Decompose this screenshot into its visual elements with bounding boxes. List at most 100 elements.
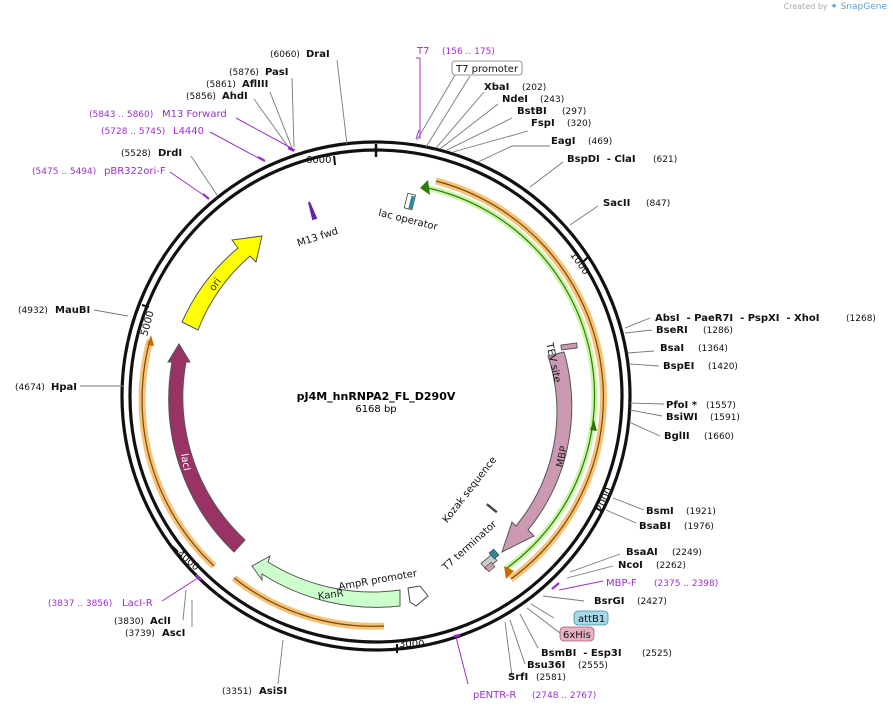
attb1-text: attB1 [578,614,605,625]
ampr-promoter-label: AmpR promoter [338,568,419,593]
enzyme-aclI-pos: (3830) [114,617,144,627]
enzyme-xbaI-name: XbaI [484,82,509,93]
ori-arrow [181,235,263,331]
enzyme-sacII-name: SacII [603,198,630,209]
enzyme-ncoI-name: NcoI [618,560,643,571]
leader-lines [80,59,665,685]
enzyme-bspEI-name: BspEI [663,361,694,372]
enzyme-bsiWI-name: BsiWI [666,412,698,423]
primer-mbp-f-name: MBP-F [606,578,637,589]
his6-text: 6xHis [563,630,591,641]
primer-t7-range: (156 .. 175) [442,47,495,57]
enzyme-bsiWI-pos: (1591) [710,413,740,423]
watermark-prefix: Created by [783,2,828,11]
enzyme-bsrGI-pos: (2427) [637,597,667,607]
t7-promoter-text: T7 promoter [455,64,519,75]
primer-l4440-range: (5728 .. 5745) [101,127,165,137]
primer-laci-r-range: (3837 .. 3856) [48,599,112,609]
enzyme-aflIII-name: AflIII [242,79,268,90]
tev-site-box [560,342,578,351]
enzyme-aflIII-pos: (5861) [206,80,236,90]
kanr-arrow [251,554,401,608]
primer-marks [195,147,560,638]
snapgene-logo: ✦ SnapGene [830,2,887,12]
enzyme-ndeI-pos: (243) [540,95,564,105]
enzyme-srfI-pos: (2581) [536,673,566,683]
enzyme-bsu36I-pos: (2555) [578,661,608,671]
enzyme-bsaAI-name: BsaAI [626,547,658,558]
enzyme-bsaBI-name: BsaBI [639,521,671,532]
mbp-arrow [501,351,573,553]
enzyme-bsaBI-pos: (1976) [684,522,714,532]
orf-arrow-head-1 [420,180,430,195]
enzyme-eagI-pos: (469) [588,137,612,147]
enzyme-bseRI-pos: (1286) [703,326,733,336]
kozak-label: Kozak sequence [441,455,499,525]
enzyme-bglII-pos: (1660) [704,432,734,442]
enzyme-hpaI-name: HpaI [51,382,77,393]
enzyme-bspDI-claI-name: BspDI - ClaI [567,154,636,165]
enzyme-aclI-name: AclI [150,616,171,627]
enzyme-bstBI-name: BstBI [517,106,547,117]
enzyme-hpaI-pos: (4674) [15,383,45,393]
primer-mbp-f-range: (2375 .. 2398) [654,579,718,589]
plasmid-length: 6168 bp [355,404,396,415]
enzyme-bspEI-pos: (1420) [708,362,738,372]
enzyme-drdI-name: DrdI [158,148,182,159]
watermark-brand: SnapGene [840,2,887,12]
ampr-promoter-arrow [407,585,429,607]
enzyme-absI-group-name: AbsI - PaeR7I - PspXI - XhoI [655,313,819,324]
enzyme-bsaI-name: BsaI [660,343,684,354]
attb1-tag [573,610,609,626]
primer-m13-forward-range: (5843 .. 5860) [89,110,153,120]
enzyme-pasI-pos: (5876) [229,68,259,78]
enzyme-draI-pos: (6060) [270,50,300,60]
m13-fwd-label: M13 fwd [296,226,340,250]
enzyme-bsmI-name: BsmI [646,506,674,517]
enzyme-bsmBI-esp3I-pos: (2525) [642,649,672,659]
enzyme-bsaI-pos: (1364) [698,344,728,354]
m13-fwd-marker [308,201,318,221]
his6-tag [559,626,595,642]
enzyme-ahdI-name: AhdI [222,91,248,102]
enzyme-asiSI-pos: (3351) [222,687,252,697]
enzyme-fspI-name: FspI [531,118,555,129]
enzyme-pasI-name: PasI [265,67,288,78]
enzyme-bsmBI-esp3I-name: BsmBI - Esp3I [541,648,622,659]
primer-pentr-r-name: pENTR-R [473,690,516,701]
tick-label-6000: 6000 [306,155,331,166]
primer-t7-name: T7 [416,46,429,57]
enzyme-draI-name: DraI [306,49,330,60]
scale-ticks [141,155,604,653]
enzyme-absI-group-pos: (1268) [846,314,876,324]
tick-label-3000: 3000 [399,639,424,650]
primer-m13-forward-name: M13 Forward [162,109,227,120]
enzyme-ascI-pos: (3739) [125,629,155,639]
enzyme-srfI-name: SrfI [508,672,528,683]
enzyme-mauBI-pos: (4932) [18,306,48,316]
enzyme-bsaAI-pos: (2249) [672,548,702,558]
kozak-marker [486,502,498,514]
enzyme-bstBI-pos: (297) [562,107,586,117]
lac-operator-label: lac operator [377,208,439,234]
kanr-label: KanR [317,588,344,602]
enzyme-ascI-name: AscI [162,628,185,639]
t7-promoter-tag [451,60,523,76]
plasmid-name: pJ4M_hnRNPA2_FL_D290V [297,390,456,403]
primer-pentr-r-range: (2748 .. 2767) [532,691,596,701]
orf-arrow-head-2 [590,420,597,431]
enzyme-ncoI-pos: (2262) [656,561,686,571]
enzyme-ahdI-pos: (5856) [186,92,216,102]
enzyme-bsrGI-name: BsrGI [594,596,624,607]
enzyme-bglII-name: BglII [664,431,690,442]
enzyme-bspDI-claI-pos: (621) [653,155,677,165]
enzyme-eagI-name: EagI [551,136,575,147]
primer-pbr322ori-name: pBR322ori-F [104,166,166,177]
enzyme-bsmI-pos: (1921) [686,507,716,517]
primer-leaders [161,57,604,685]
enzyme-mauBI-name: MauBI [55,305,90,316]
enzyme-ndeI-name: NdeI [502,94,528,105]
snapgene-watermark: Created by ✦ SnapGene [784,2,887,12]
tick-label-5000: 5000 [139,310,156,337]
